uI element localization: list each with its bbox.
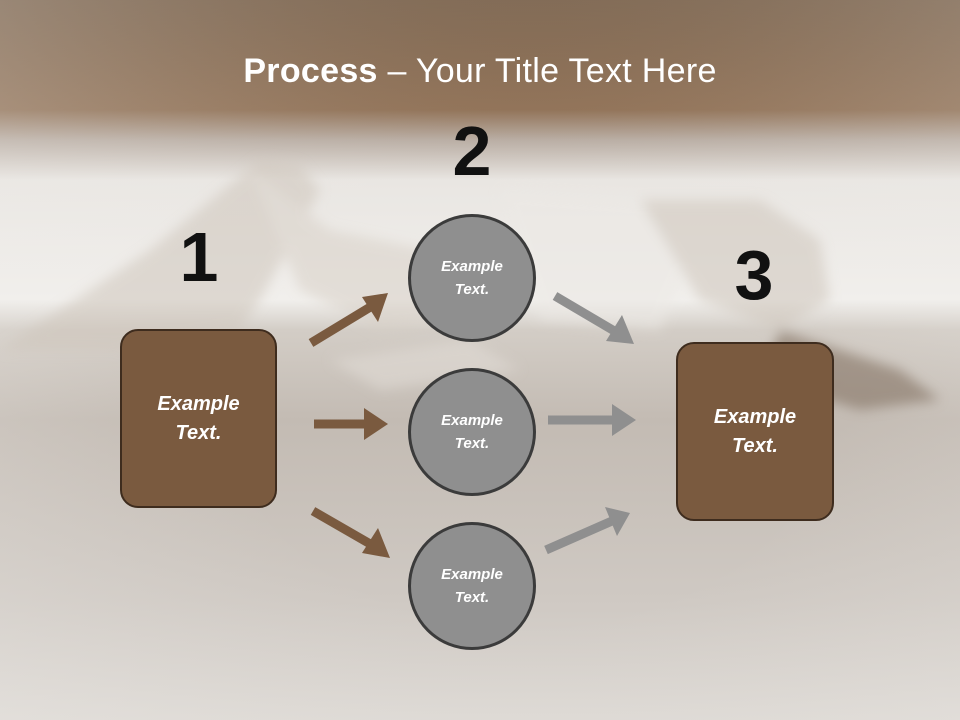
- step-number-2: 2: [452, 112, 492, 190]
- slide-title: Process – Your Title Text Here: [0, 52, 960, 91]
- arrow-1-to-middle: [314, 408, 388, 440]
- title-rest: – Your Title Text Here: [377, 52, 717, 90]
- arrow-1-to-bottom: [310, 507, 390, 558]
- arrow-top-to-3: [552, 292, 634, 344]
- step-2-circle-top: Example Text.: [408, 214, 536, 342]
- step-2-circle-bottom: Example Text.: [408, 522, 536, 650]
- arrow-middle-to-3: [548, 404, 636, 436]
- step-2-circle-middle: Example Text.: [408, 368, 536, 496]
- arrow-1-to-top: [308, 293, 388, 347]
- circle-middle-text: Example Text.: [441, 412, 503, 452]
- title-bold: Process: [243, 52, 378, 90]
- circle-top-text: Example Text.: [441, 258, 503, 298]
- step-1-text: Example Text.: [157, 392, 240, 444]
- circle-bottom-text: Example Text.: [441, 566, 503, 606]
- step-number-1: 1: [179, 218, 219, 296]
- step-number-3: 3: [734, 236, 774, 314]
- arrow-bottom-to-3: [544, 507, 630, 555]
- step-1-box: Example Text.: [120, 329, 277, 508]
- step-3-text: Example Text.: [713, 405, 797, 457]
- step-3-box: Example Text.: [676, 342, 834, 521]
